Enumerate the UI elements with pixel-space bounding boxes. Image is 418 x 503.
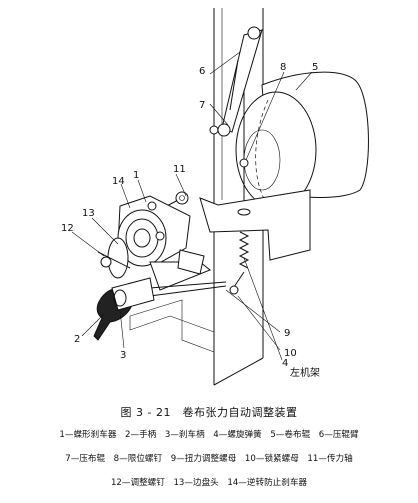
figure-caption-title: 图 3 - 21 卷布张力自动调整装置 (120, 406, 298, 419)
mechanism-drawing: 6 7 8 5 11 1 14 13 12 2 3 9 10 4 左机架 (61, 8, 369, 386)
legend-line-2: 7—压布辊 8—限位螺钉 9—扭力调整螺母 10—锁紧螺母 11—传力轴 (65, 454, 353, 464)
label-2: 2 (74, 334, 80, 345)
legend-line-3: 12—调整螺钉 13—边盘头 14—逆转防止刹车器 (110, 478, 308, 488)
mechanism-figure: 6 7 8 5 11 1 14 13 12 2 3 9 10 4 左机架 (61, 8, 369, 386)
label-3: 3 (120, 350, 126, 361)
brake-housing (117, 195, 191, 267)
press-roller-arm (209, 26, 263, 137)
cloth-roller (235, 71, 369, 211)
frame-label: 左机架 (290, 366, 320, 379)
label-4: 4 (282, 358, 288, 369)
label-12: 12 (61, 223, 74, 234)
label-5: 5 (312, 62, 318, 73)
label-7: 7 (199, 100, 205, 111)
leader-lines (71, 51, 313, 361)
label-10: 10 (284, 348, 297, 359)
lower-frame (129, 299, 215, 353)
label-13: 13 (82, 208, 95, 219)
label-11: 11 (173, 164, 186, 175)
label-8: 8 (280, 62, 286, 73)
label-1: 1 (133, 170, 139, 181)
legend-line-1: 1—蝶形刹车器 2—手柄 3—刹车柄 4—螺旋弹簧 5—卷布辊 6—压辊臂 (59, 430, 359, 440)
label-14: 14 (112, 176, 125, 187)
brake-handle (93, 277, 155, 341)
label-6: 6 (199, 66, 205, 77)
bracket-plate (199, 189, 311, 261)
brake-linkage (149, 249, 227, 297)
edge-disc (97, 237, 131, 279)
label-9: 9 (284, 328, 290, 339)
